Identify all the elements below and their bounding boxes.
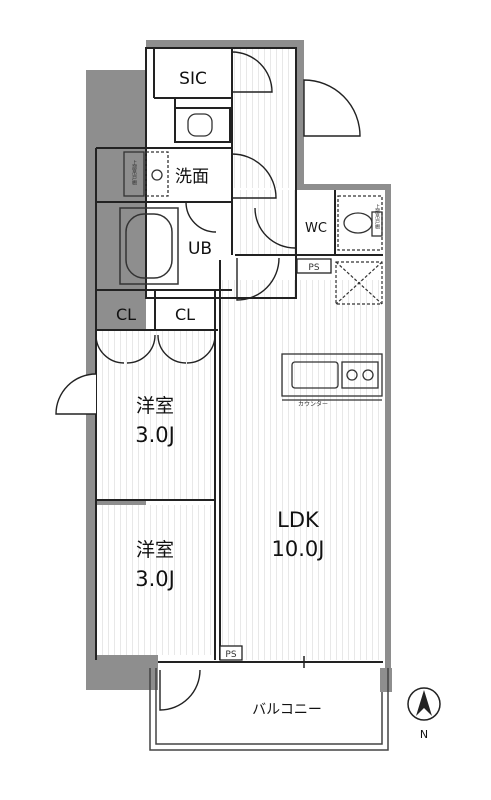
entrance-floor	[232, 48, 294, 188]
ldk-floor	[220, 280, 383, 660]
ps-lower-label: PS	[225, 650, 236, 660]
interior-walls	[95, 47, 383, 663]
upper-shelf-left-label: 上部吊戸棚	[131, 159, 137, 186]
compass-icon: N	[407, 687, 441, 741]
washroom-label: 洗面	[175, 167, 209, 187]
closet-left-label: CL	[116, 305, 136, 324]
bedroom-upper-floor	[97, 330, 215, 500]
hall-floor	[235, 190, 297, 255]
ldk-size: 10.0J	[272, 537, 325, 561]
sic-label: SIC	[179, 69, 207, 89]
bedroom-lower-name: 洋室	[136, 539, 174, 561]
ldk-name: LDK	[277, 508, 320, 532]
bathtub	[119, 207, 179, 285]
balcony-label: バルコニー	[252, 702, 322, 718]
compass-north-label: N	[420, 728, 428, 741]
bedroom-lower-size: 3.0J	[135, 567, 175, 591]
upper-shelf-right-label: 上部吊戸棚	[374, 203, 380, 230]
closet-right-label: CL	[175, 305, 195, 324]
counter-label: カウンター	[298, 400, 328, 408]
balcony-outline	[149, 668, 389, 751]
floor-areas	[97, 48, 383, 660]
kitchen-counter	[281, 353, 383, 401]
ps-upper-label: PS	[308, 263, 319, 273]
washbasin	[123, 113, 213, 197]
bedroom-lower-floor	[97, 505, 215, 655]
toilet	[337, 195, 383, 251]
bedroom-upper-size: 3.0J	[135, 423, 175, 447]
fridge-space	[335, 261, 383, 305]
balcony-window	[248, 656, 360, 668]
wc-label: WC	[305, 221, 327, 236]
bath-label: UB	[188, 239, 212, 259]
ps-boxes	[219, 258, 332, 661]
bedroom-upper-name: 洋室	[136, 395, 174, 417]
doors	[55, 51, 361, 711]
